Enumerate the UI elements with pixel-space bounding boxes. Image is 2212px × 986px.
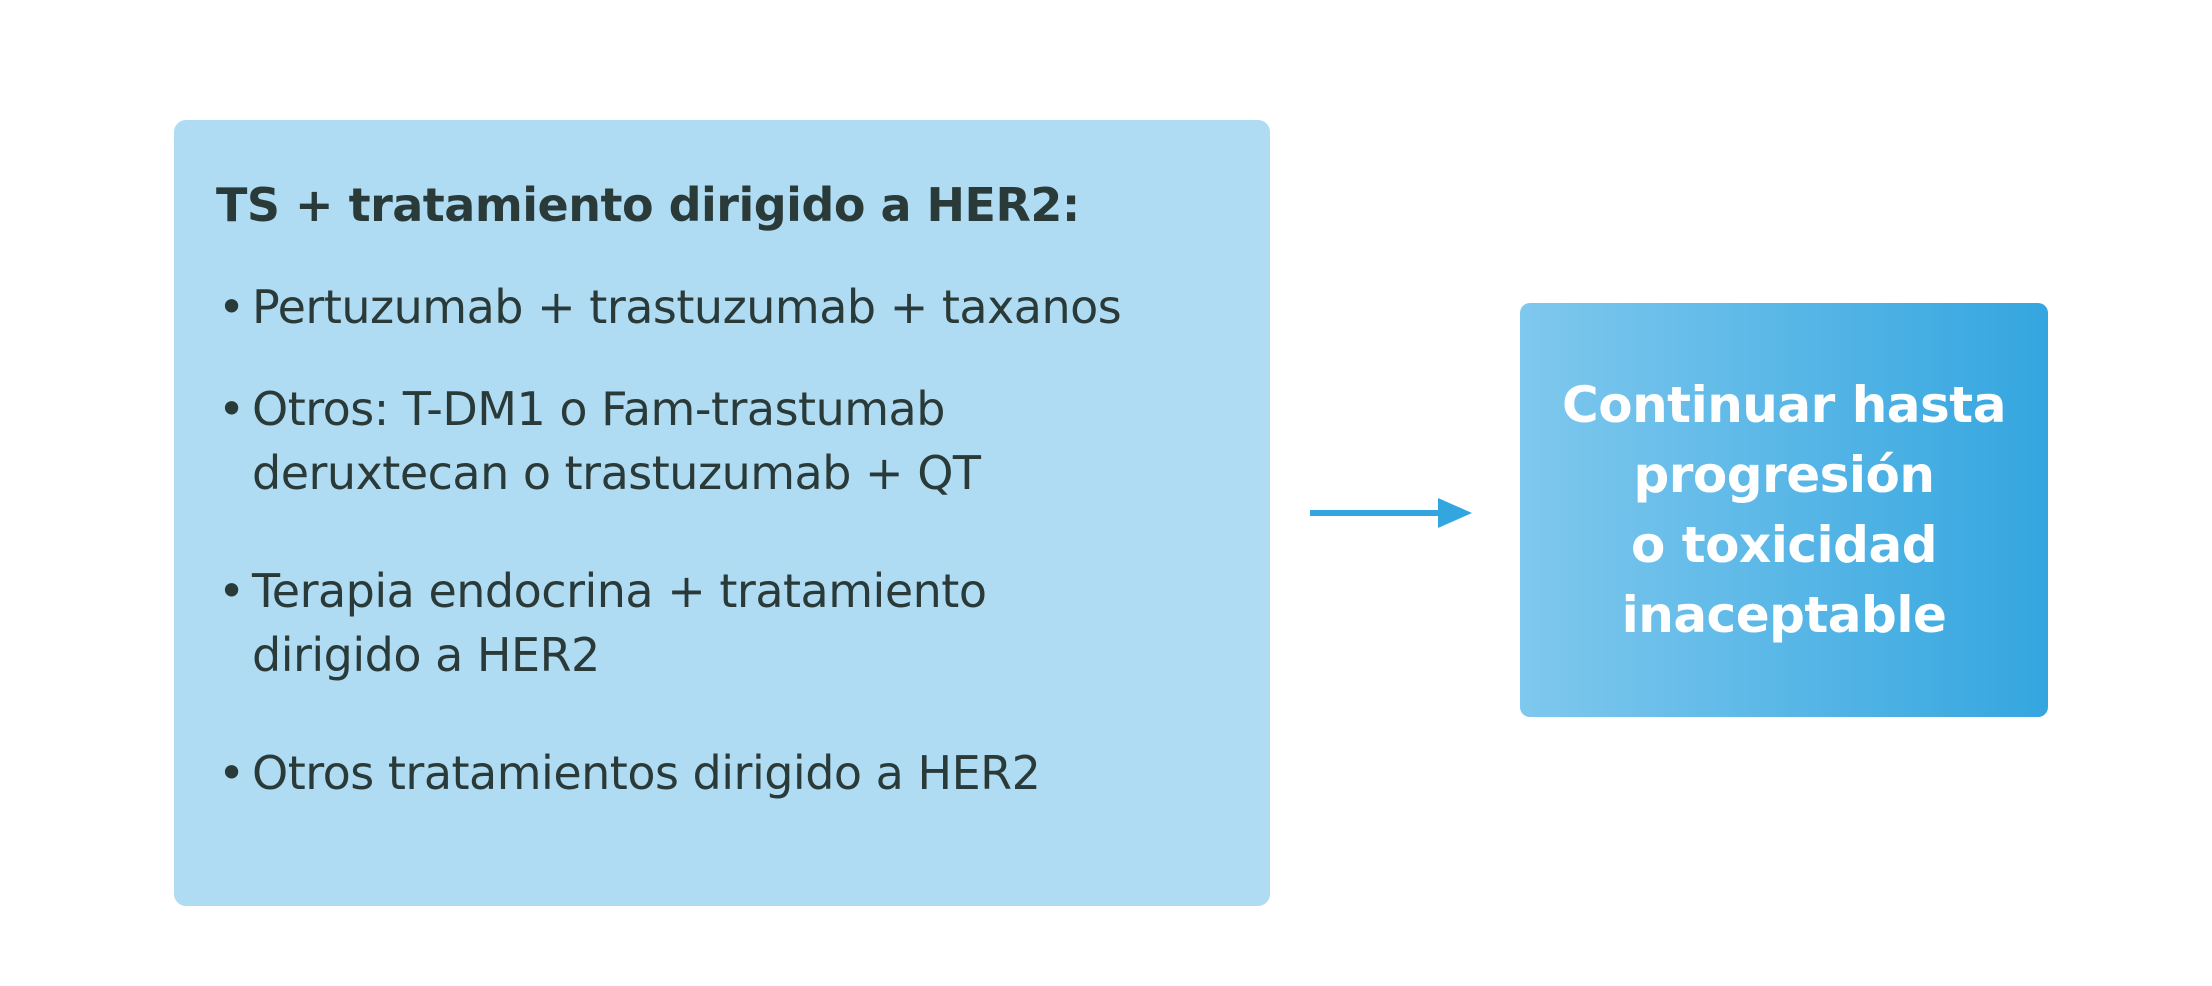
treatment-option-item: • Otros: T-DM1 o Fam-trastumab deruxteca… — [216, 377, 1230, 505]
treatment-option-item: • Pertuzumab + trastuzumab + taxanos — [216, 275, 1230, 339]
bullet-icon: • — [218, 564, 245, 619]
bullet-icon: • — [218, 382, 245, 437]
treatment-option-text: Otros: T-DM1 o Fam-trastumab deruxtecan … — [252, 382, 981, 501]
treatment-options-title: TS + tratamiento dirigido a HER2: — [216, 178, 1080, 232]
treatment-option-text: Otros tratamientos dirigido a HER2 — [252, 746, 1041, 801]
treatment-option-item: • Terapia endocrina + tratamiento dirigi… — [216, 559, 1230, 687]
treatment-options-list: • Pertuzumab + trastuzumab + taxanos • O… — [216, 275, 1230, 805]
bullet-icon: • — [218, 280, 245, 335]
arrow-right-icon — [1310, 498, 1472, 528]
treatment-options-box: TS + tratamiento dirigido a HER2: • Pert… — [174, 120, 1270, 906]
treatment-option-item: • Otros tratamientos dirigido a HER2 — [216, 741, 1230, 805]
outcome-box: Continuar hasta progresión o toxicidad i… — [1520, 303, 2048, 717]
treatment-option-text: Terapia endocrina + tratamiento dirigido… — [252, 564, 987, 683]
outcome-text: Continuar hasta progresión o toxicidad i… — [1562, 376, 2006, 644]
treatment-option-text: Pertuzumab + trastuzumab + taxanos — [252, 280, 1122, 335]
arrow-head — [1438, 498, 1472, 528]
bullet-icon: • — [218, 746, 245, 801]
